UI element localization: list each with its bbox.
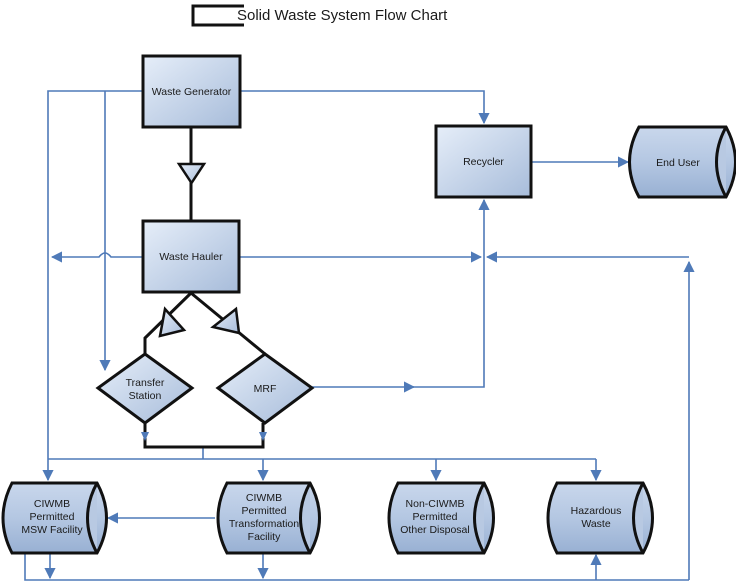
node-waste-generator[interactable]: Waste Generator	[141, 54, 242, 129]
merge-triangle-icon	[210, 306, 241, 335]
connector-hauler-transfer	[143, 291, 193, 354]
node-transformation-facility[interactable]: CIWMB Permitted Transformation Facility	[216, 481, 321, 555]
svg-text:Permitted: Permitted	[30, 511, 75, 523]
svg-text:Transformation: Transformation	[229, 518, 299, 530]
chart-title: Solid Waste System Flow Chart	[191, 4, 448, 27]
node-waste-hauler[interactable]: Waste Hauler	[141, 219, 241, 294]
black-connectors	[141, 127, 267, 449]
svg-text:Transfer: Transfer	[126, 377, 165, 389]
chart-title-text: Solid Waste System Flow Chart	[237, 7, 448, 24]
svg-text:MSW Facility: MSW Facility	[21, 524, 83, 536]
node-recycler[interactable]: Recycler	[434, 124, 533, 199]
node-mrf[interactable]: MRF	[215, 352, 315, 425]
flow-lines	[24, 90, 695, 581]
arrow-icon	[259, 432, 267, 441]
node-msw-facility[interactable]: CIWMB Permitted MSW Facility	[1, 481, 108, 555]
svg-text:Non-CIWMB: Non-CIWMB	[406, 498, 465, 510]
node-hazardous-waste[interactable]: Hazardous Waste	[546, 481, 654, 555]
svg-text:Facility: Facility	[248, 531, 281, 543]
svg-text:Station: Station	[129, 390, 162, 402]
svg-text:Waste: Waste	[581, 518, 611, 530]
edge-bottom-bus	[24, 552, 689, 581]
svg-text:CIWMB: CIWMB	[34, 498, 70, 510]
connector-decisions-junction	[143, 423, 265, 449]
edge-generator-to-recycler	[240, 90, 490, 125]
svg-text:Permitted: Permitted	[242, 505, 287, 517]
edge-generator-to-msw	[42, 90, 143, 482]
merge-triangle-icon	[158, 306, 187, 338]
node-end-user[interactable]: End User	[628, 125, 736, 199]
title-legend-bracket	[191, 4, 244, 27]
node-transfer-station[interactable]: Transfer Station	[95, 352, 195, 425]
svg-text:CIWMB: CIWMB	[246, 492, 282, 504]
edge-hauler-to-msw	[50, 251, 143, 263]
svg-text:Waste Hauler: Waste Hauler	[159, 251, 223, 263]
arrow-icon	[141, 432, 149, 441]
node-other-disposal[interactable]: Non-CIWMB Permitted Other Disposal	[387, 481, 495, 555]
svg-text:Waste Generator: Waste Generator	[152, 86, 232, 98]
merge-triangle-icon	[176, 162, 207, 186]
svg-text:MRF: MRF	[254, 383, 277, 395]
svg-text:Permitted: Permitted	[413, 511, 458, 523]
svg-text:Recycler: Recycler	[463, 156, 504, 168]
svg-text:Hazardous: Hazardous	[571, 505, 622, 517]
svg-text:End User: End User	[656, 157, 700, 169]
edge-mrf-to-recycler-cont	[410, 257, 485, 388]
svg-text:Other Disposal: Other Disposal	[400, 524, 469, 536]
